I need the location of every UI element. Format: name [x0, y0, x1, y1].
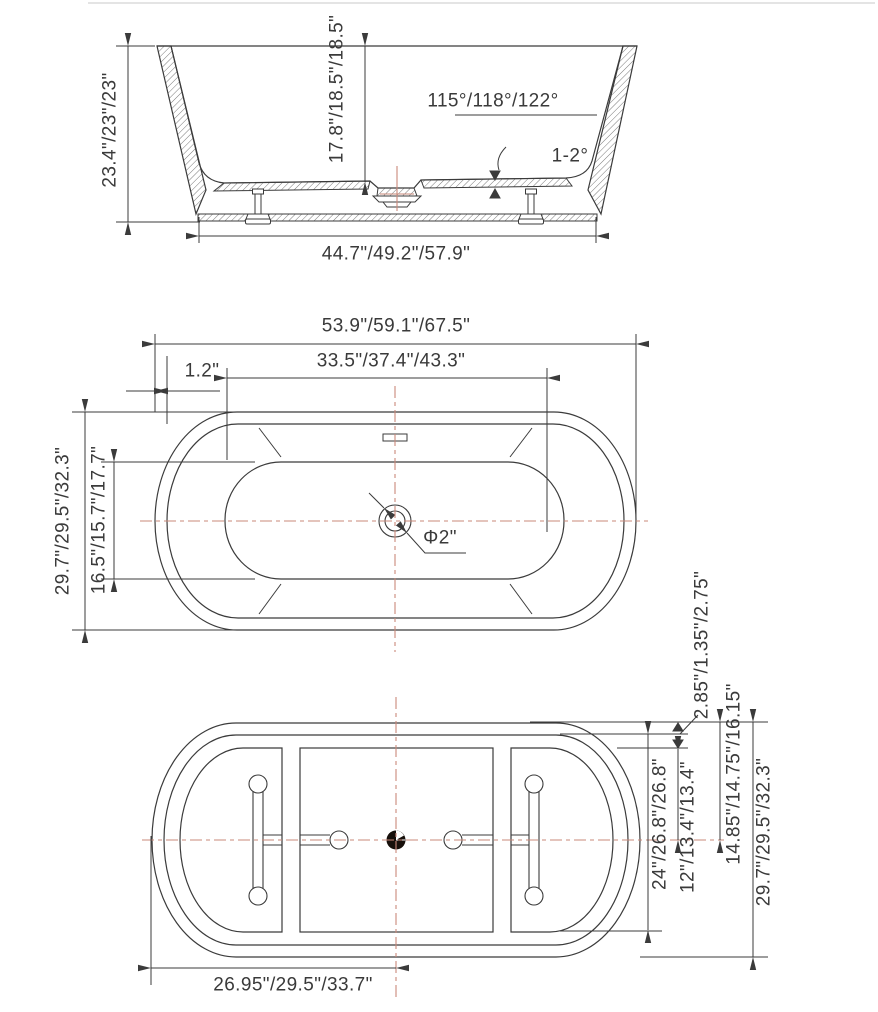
left-wall-section	[156, 45, 207, 216]
side-slope-label: 1-2°	[551, 145, 589, 167]
side-wall-angle-label: 115°/118°/122°	[427, 90, 559, 112]
right-wall-section	[587, 45, 638, 216]
offset-arrow-up	[672, 722, 684, 732]
offset-leader	[679, 714, 699, 735]
plan-overall-length-label: 53.9"/59.1"/67.5"	[321, 315, 471, 337]
base-skirt	[197, 213, 598, 222]
plan-floor-length-label: 33.5"/37.4"/43.3"	[316, 350, 466, 372]
side-dimensions	[116, 33, 609, 243]
bottom-frame-half-width-label: 12"/13.4"/13.4"	[677, 761, 699, 893]
plan-dimensions	[72, 334, 649, 643]
bottom-centerlines	[142, 697, 724, 1000]
right-foot	[518, 188, 544, 225]
side-height-label: 23.4"/23"/23"	[99, 72, 121, 188]
side-elevation-view	[116, 33, 638, 243]
plan-centerlines	[140, 386, 648, 652]
bottom-dimensions	[138, 709, 768, 985]
plan-floor-width-label: 16.5"/15.7"/17.7"	[88, 445, 110, 595]
bottom-center-to-edge-label: 14.85"/14.75"/16.15"	[723, 683, 745, 865]
drain-diameter-leader	[395, 521, 466, 554]
bottom-offset-label: 2.85"/1.35"/2.75"	[691, 570, 713, 720]
side-base-length-label: 44.7"/49.2"/57.9"	[321, 243, 471, 265]
slope-arrow-down	[489, 187, 501, 199]
plan-rim-width-label: 1.2"	[184, 360, 220, 382]
bottom-overall-width-label: 29.7"/29.5"/32.3"	[753, 757, 775, 907]
plan-overall-width-label: 29.7"/29.5"/32.3"	[52, 446, 74, 596]
plan-drain-diameter-label: Φ2"	[423, 527, 457, 549]
bottom-frame-width-label: 24"/26.8"/26.8"	[649, 758, 671, 890]
floor-band-right	[420, 177, 573, 189]
side-depth-label: 17.8"/18.5"/18.5"	[326, 14, 348, 164]
right-base-panel	[510, 747, 614, 933]
slope-arrow-up	[489, 170, 501, 182]
bottom-length-to-center-label: 26.95"/29.5"/33.7"	[213, 974, 373, 996]
slope-leader-arc	[497, 146, 507, 171]
offset-arrow-down	[672, 739, 684, 749]
left-foot	[245, 188, 271, 225]
interior-slope-lines	[258, 427, 533, 615]
bottom-drain-hole	[386, 830, 406, 850]
floor-band-left	[212, 180, 371, 192]
bottom-view	[138, 697, 768, 1000]
side-drain-centerline	[380, 166, 414, 211]
drain-pointer-arrow	[368, 492, 396, 520]
top-plan-view	[72, 334, 649, 652]
left-base-panel	[179, 747, 283, 933]
